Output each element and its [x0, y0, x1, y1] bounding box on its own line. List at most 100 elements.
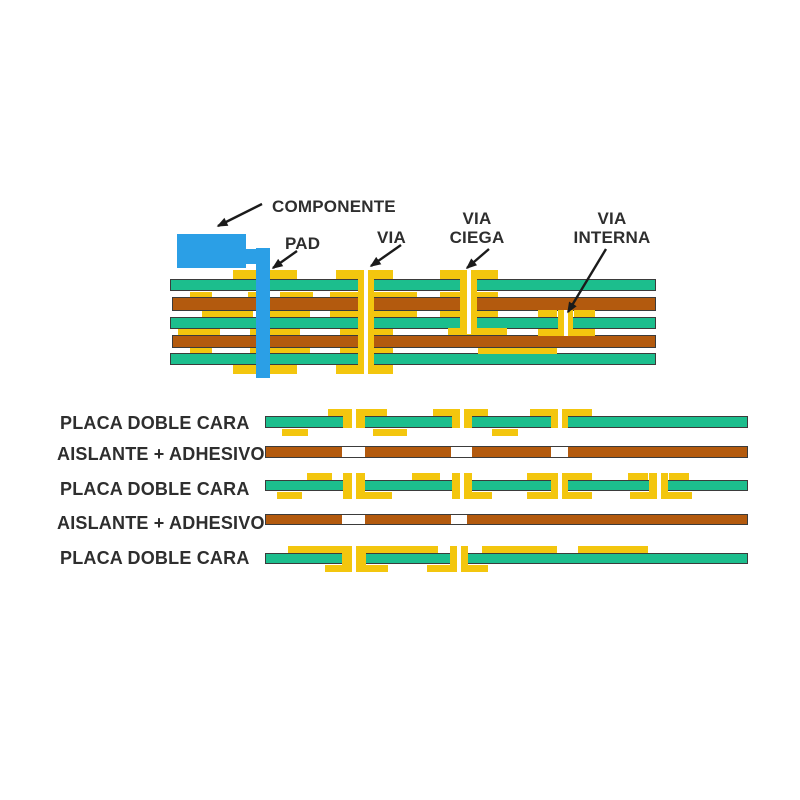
- insulator-hole: [551, 447, 568, 457]
- copper-pad: [669, 473, 689, 480]
- exploded-via-r3-2: [452, 473, 472, 499]
- copper-pad: [365, 409, 387, 416]
- component-lead-arm: [246, 249, 258, 264]
- label-placa-doble-cara-3: PLACA DOBLE CARA: [60, 548, 250, 568]
- copper-pad: [667, 492, 692, 499]
- exploded-via-r3-1: [343, 473, 365, 499]
- label-via-interna-line2: INTERNA: [573, 228, 651, 247]
- copper-pad: [628, 473, 648, 480]
- copper-pad: [340, 329, 360, 335]
- insulator-hole: [451, 447, 472, 457]
- via-internal: [558, 310, 573, 336]
- exploded-via-r1-1: [343, 409, 365, 428]
- exploded-layer-3: [265, 480, 748, 491]
- copper-pad: [448, 328, 507, 335]
- copper-pad: [373, 429, 407, 436]
- copper-pad: [427, 565, 455, 572]
- copper-pad: [482, 546, 557, 553]
- copper-pad: [330, 311, 358, 317]
- insulator-hole: [342, 447, 365, 457]
- copper-pad: [336, 365, 361, 374]
- copper-pad: [270, 365, 297, 374]
- copper-pad: [370, 270, 393, 279]
- copper-pad: [362, 546, 438, 553]
- label-via-ciega-line2: CIEGA: [449, 228, 505, 247]
- copper-pad: [492, 429, 518, 436]
- label-via: VIA: [377, 228, 406, 247]
- copper-pad: [336, 270, 361, 279]
- copper-pad: [530, 409, 552, 416]
- copper-pad: [562, 492, 592, 499]
- insulator-hole: [342, 515, 365, 524]
- via-barrel-hole: [557, 409, 562, 428]
- via-barrel-hole: [457, 546, 461, 572]
- via-barrel-hole: [352, 473, 356, 499]
- label-via-ciega: VIA CIEGA: [443, 209, 511, 247]
- via-barrel-hole: [466, 270, 471, 334]
- copper-pad: [373, 292, 417, 297]
- exploded-via-r5-1: [342, 546, 366, 572]
- copper-pad: [277, 492, 302, 499]
- copper-pad: [373, 329, 393, 335]
- copper-pad: [462, 409, 488, 416]
- exploded-layer-1: [265, 416, 748, 428]
- copper-pad: [361, 492, 392, 499]
- copper-pad: [250, 348, 310, 353]
- label-placa-doble-cara-2: PLACA DOBLE CARA: [60, 479, 250, 499]
- copper-pad: [373, 348, 393, 353]
- copper-pad: [270, 311, 310, 317]
- copper-pad: [433, 409, 457, 416]
- stack-layer-brown-1: [172, 297, 656, 311]
- copper-pad: [527, 492, 558, 499]
- label-via-interna-line1: VIA: [597, 209, 627, 228]
- copper-pad: [270, 270, 297, 279]
- exploded-layer-5: [265, 553, 748, 564]
- exploded-via-r3-3: [551, 473, 568, 499]
- stack-layer-green-2: [170, 317, 656, 329]
- copper-pad: [373, 311, 417, 317]
- copper-pad: [288, 546, 352, 553]
- copper-pad: [190, 348, 212, 353]
- label-componente: COMPONENTE: [272, 197, 396, 216]
- via-barrel-hole: [460, 473, 464, 499]
- stack-layer-green-1: [170, 279, 656, 291]
- via-through: [358, 270, 374, 374]
- arrow-via: [369, 244, 402, 267]
- copper-pad: [233, 365, 257, 374]
- copper-pad: [578, 546, 648, 553]
- copper-pad: [527, 473, 557, 480]
- copper-pad: [233, 270, 256, 279]
- label-aislante-adhesivo-1: AISLANTE + ADHESIVO: [57, 444, 265, 464]
- via-barrel-hole: [352, 546, 356, 572]
- copper-pad: [478, 348, 557, 354]
- via-barrel-hole: [460, 409, 464, 428]
- stack-layer-green-3: [170, 353, 656, 365]
- via-barrel-hole: [352, 409, 356, 428]
- copper-pad: [340, 348, 360, 353]
- copper-pad: [440, 270, 462, 279]
- copper-pad: [470, 270, 498, 279]
- copper-pad: [574, 310, 595, 317]
- copper-pad: [282, 429, 308, 436]
- via-barrel-hole: [563, 310, 568, 336]
- via-barrel-hole: [557, 473, 562, 499]
- copper-pad: [325, 565, 352, 572]
- copper-pad: [462, 565, 488, 572]
- copper-pad: [370, 365, 393, 374]
- copper-pad: [562, 409, 592, 416]
- label-via-ciega-line1: VIA: [462, 209, 492, 228]
- copper-pad: [412, 473, 440, 480]
- exploded-via-r3-4: [649, 473, 668, 499]
- via-barrel-hole: [656, 473, 661, 499]
- component-body: [177, 234, 246, 268]
- copper-pad: [307, 473, 332, 480]
- exploded-layer-2: [265, 446, 748, 458]
- via-blind: [460, 270, 477, 334]
- exploded-via-r1-3: [551, 409, 568, 428]
- exploded-layer-4: [265, 514, 748, 525]
- copper-pad: [280, 292, 313, 297]
- exploded-via-r5-2: [450, 546, 468, 572]
- copper-pad: [190, 292, 212, 297]
